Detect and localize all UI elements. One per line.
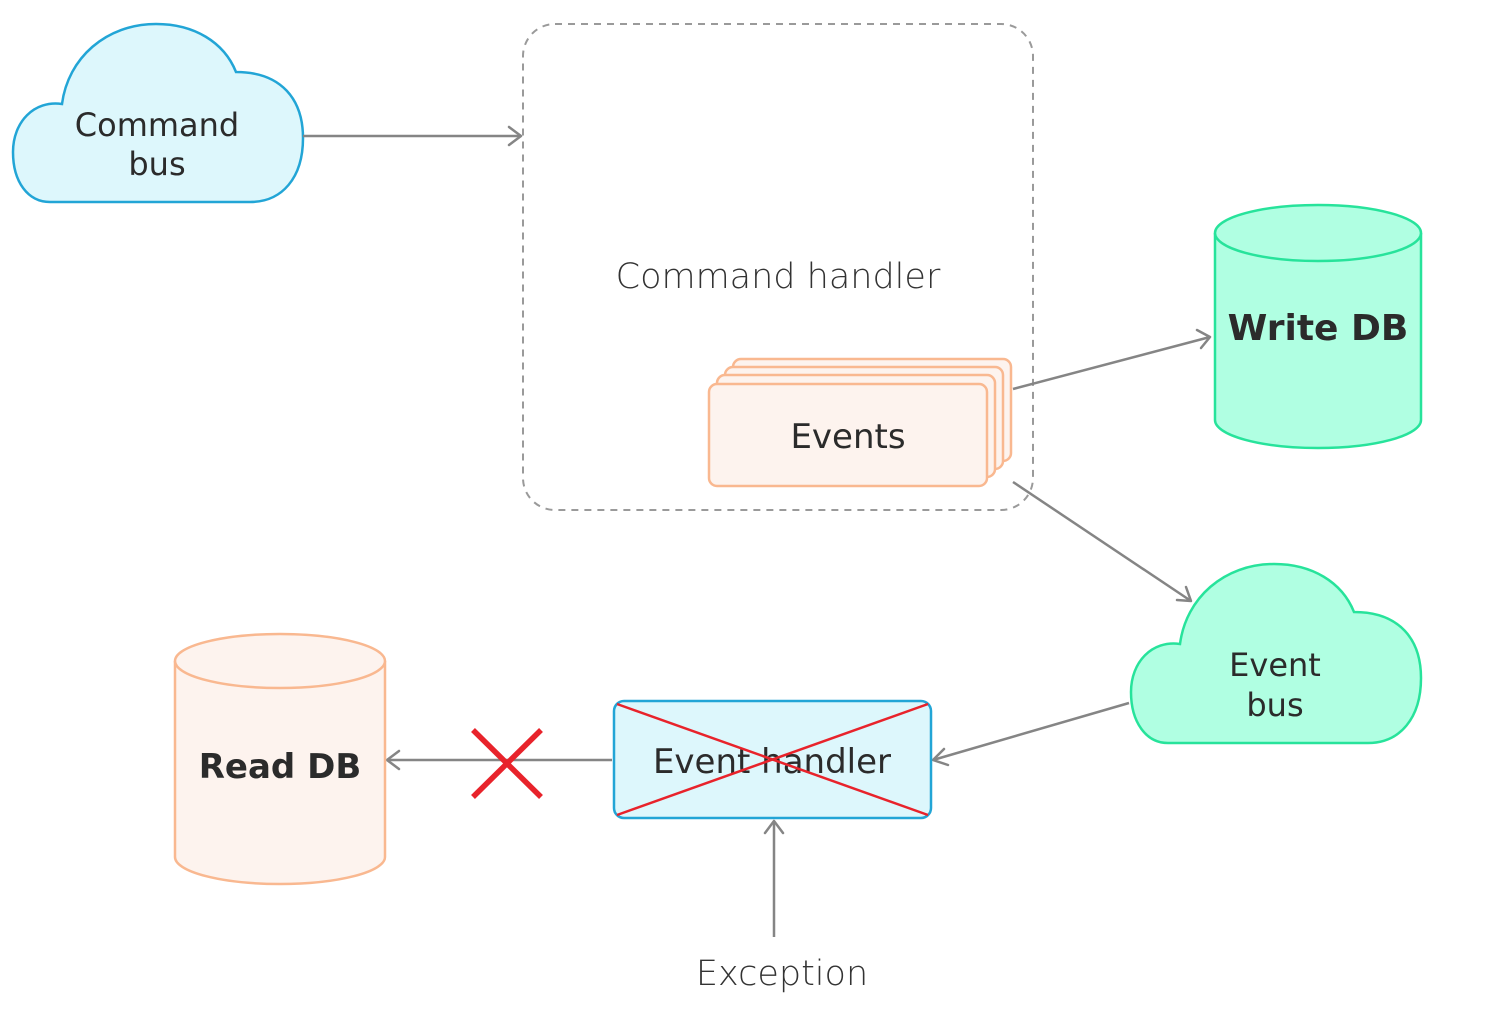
read-db-label: Read DB bbox=[199, 747, 362, 787]
write-db-cylinder: Write DB bbox=[1213, 203, 1423, 450]
event-handler-box: Event handler bbox=[612, 699, 933, 820]
event-bus-cloud: Event bus bbox=[1129, 562, 1423, 745]
event-handler-label: Event handler bbox=[653, 742, 891, 782]
command-bus-cloud: Command bus bbox=[11, 22, 305, 204]
command-bus-label-line2: bus bbox=[128, 145, 185, 183]
event-bus-label-line2: bus bbox=[1246, 686, 1303, 724]
event-handler-cross-line-2 bbox=[616, 702, 929, 817]
edge-events-to-write-db bbox=[1012, 328, 1212, 391]
read-db-cylinder: Read DB bbox=[173, 632, 387, 886]
edge-exception-to-handler bbox=[763, 819, 785, 937]
events-stack: Events bbox=[707, 357, 1013, 488]
failure-x-icon bbox=[471, 728, 543, 799]
event-bus-label-line1: Event bbox=[1229, 646, 1321, 684]
command-handler-container bbox=[522, 23, 1034, 511]
events-label: Events bbox=[790, 417, 905, 457]
command-handler-label: Command handler bbox=[616, 257, 941, 297]
command-bus-label-line1: Command bbox=[75, 106, 239, 144]
edge-events-to-event-bus bbox=[1012, 480, 1193, 603]
edge-command-bus-to-handler bbox=[303, 125, 523, 147]
edge-event-bus-to-handler bbox=[931, 701, 1130, 767]
write-db-label: Write DB bbox=[1228, 308, 1409, 349]
edge-handler-to-read-db bbox=[385, 749, 612, 771]
exception-label: Exception bbox=[696, 954, 868, 994]
